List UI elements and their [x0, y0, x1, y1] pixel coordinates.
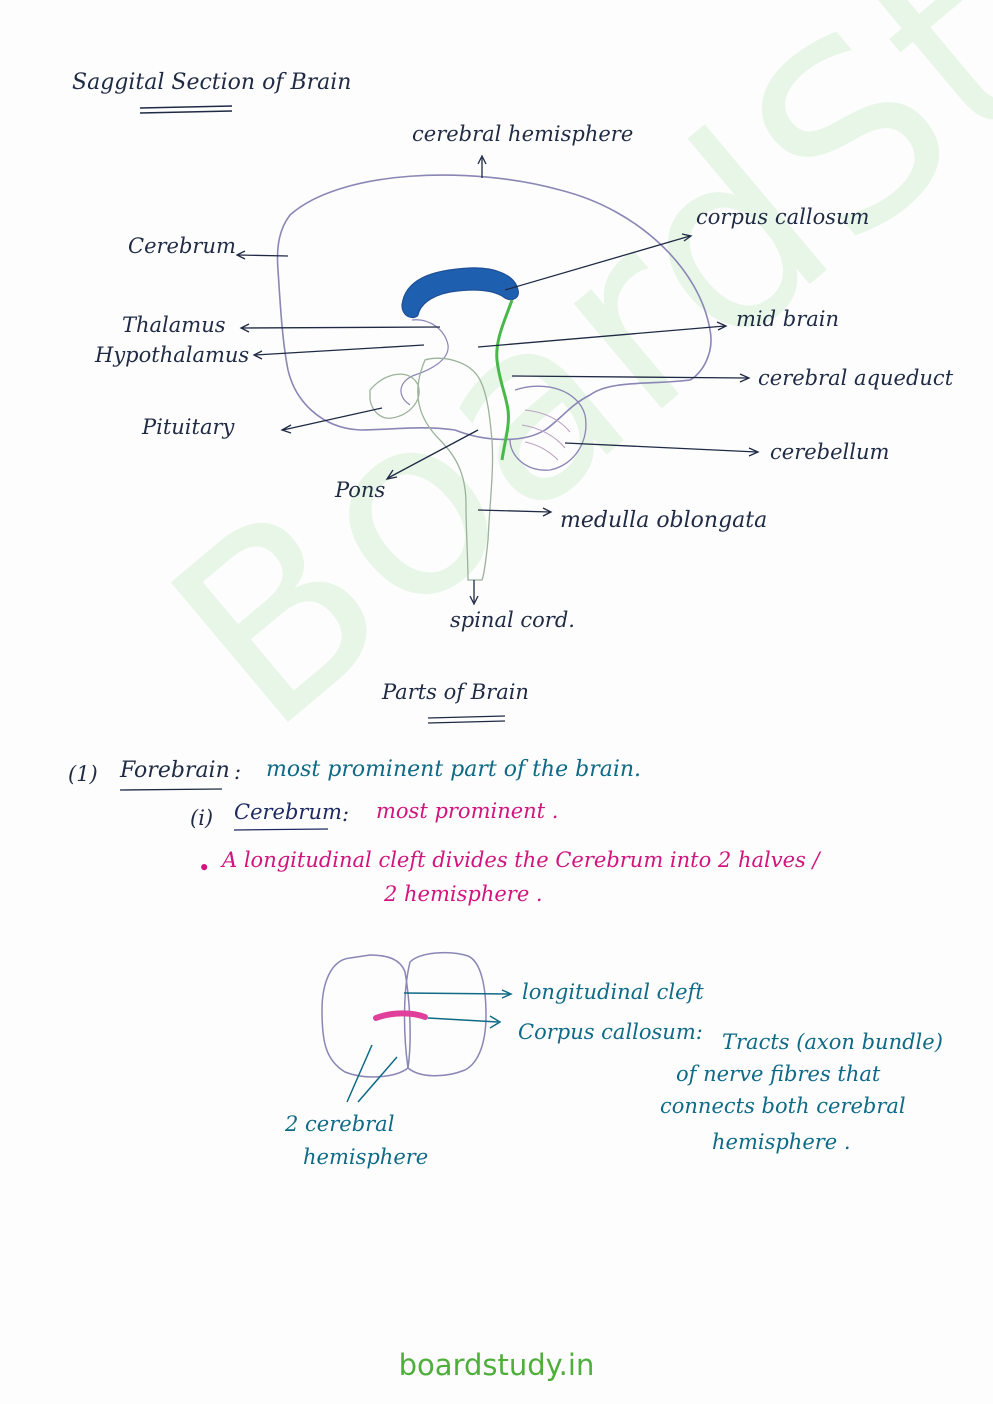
label-cerebellum: cerebellum: [770, 440, 890, 464]
tracts-line-1: Tracts (axon bundle): [722, 1030, 943, 1054]
cerebrum-point-definition: most prominent .: [376, 799, 559, 823]
thalamus-outline: [400, 319, 449, 406]
tracts-line-3: connects both cerebral: [660, 1094, 906, 1118]
left-hemisphere-shape: [321, 954, 411, 1078]
footer-website[interactable]: boardstudy.in: [398, 1348, 595, 1382]
cleft-line-2: 2 hemisphere .: [384, 882, 543, 906]
cleft-line-1: A longitudinal cleft divides the Cerebru…: [222, 848, 820, 872]
label-pituitary: Pituitary: [142, 415, 235, 439]
cleft-bullet: •: [198, 856, 211, 880]
tracts-line-4: hemisphere .: [712, 1130, 851, 1154]
label-cerebrum: Cerebrum: [128, 234, 236, 258]
label-longitudinal-cleft: longitudinal cleft: [522, 980, 704, 1004]
cerebrum-point-term: Cerebrum: [234, 800, 342, 824]
label-mid-brain: mid brain: [736, 307, 839, 331]
forebrain-definition: most prominent part of the brain.: [266, 757, 642, 782]
forebrain-underline: [119, 788, 223, 791]
label-hypothalamus: Hypothalamus: [95, 343, 250, 367]
label-corpus-callosum: corpus callosum: [696, 205, 870, 229]
pituitary-shape: [369, 373, 420, 419]
label-spinal-cord: spinal cord.: [450, 608, 575, 632]
cerebrum-point-number: (i): [190, 806, 214, 830]
forebrain-colon: :: [234, 760, 242, 784]
label-cerebral-aqueduct: cerebral aqueduct: [758, 366, 954, 390]
cerebrum-underline: [233, 828, 329, 831]
parts-heading-underline: [427, 715, 506, 719]
label-medulla-oblongata: medulla oblongata: [560, 508, 768, 533]
cerebrum-point-colon: :: [342, 802, 350, 826]
right-hemisphere-shape: [403, 951, 487, 1077]
label-thalamus: Thalamus: [122, 313, 226, 337]
forebrain-number: (1): [68, 762, 98, 786]
small-corpus-callosum: [373, 1010, 428, 1021]
title-underline: [139, 105, 233, 109]
forebrain-term: Forebrain: [120, 758, 230, 783]
two-hemi-line-2: hemisphere: [303, 1145, 429, 1169]
tracts-line-2: of nerve fibres that: [676, 1062, 881, 1086]
cerebrum-outline: [276, 174, 712, 441]
brainstem-shape: [417, 357, 494, 581]
two-hemi-line-1: 2 cerebral: [285, 1112, 395, 1136]
small-diagram-pointers: [346, 989, 513, 1103]
title-underline-2: [139, 110, 233, 114]
label-pons: Pons: [335, 478, 386, 502]
parts-heading-underline-2: [427, 720, 506, 724]
cerebellum-folds: [521, 409, 571, 461]
label-cerebral-hemisphere: cerebral hemisphere: [412, 122, 634, 146]
corpus-callosum-shape: [401, 267, 519, 319]
cerebellum-shape: [509, 385, 587, 471]
parts-heading: Parts of Brain: [382, 680, 529, 704]
label-corpus-callosum-term: Corpus callosum:: [518, 1020, 703, 1044]
pointer-lines: [235, 154, 760, 606]
page-title: Saggital Section of Brain: [72, 70, 352, 95]
cerebral-aqueduct-shape: [495, 299, 514, 461]
